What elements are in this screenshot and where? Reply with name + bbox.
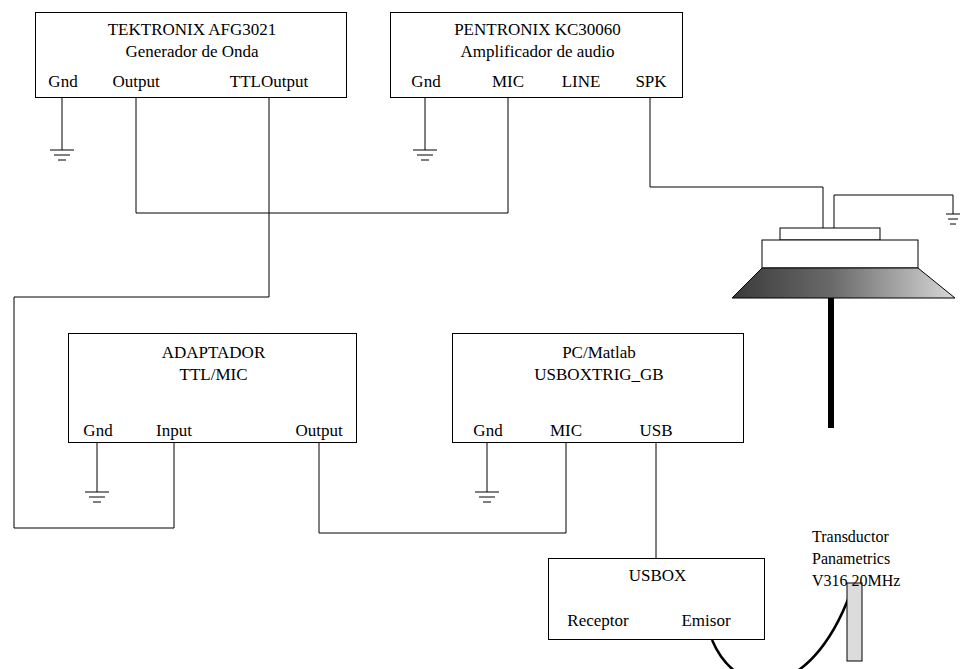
pin-name: LINE <box>562 72 601 92</box>
ground-symbol <box>85 443 109 502</box>
pin-name: Receptor <box>567 611 628 631</box>
pin-name: Gnd <box>48 72 77 92</box>
pin-name: SPK <box>635 72 666 92</box>
box-title: PC/Matlab <box>562 343 636 363</box>
speaker-actuator <box>732 228 955 428</box>
pin-name: Output <box>295 421 342 441</box>
pin-name: Gnd <box>473 421 502 441</box>
box-title: TTL/MIC <box>180 365 248 385</box>
box-title: Amplificador de audio <box>461 42 615 62</box>
speaker-wire <box>650 98 823 228</box>
ground-wire <box>834 195 953 228</box>
pin-name: Output <box>112 72 159 92</box>
signal-wire <box>656 443 657 558</box>
signal-wire <box>319 443 566 533</box>
signal-wire <box>136 98 508 213</box>
instrument-box: ADAPTADORTTL/MIC Gnd Input Output <box>68 333 357 443</box>
pin-name: Gnd <box>411 72 440 92</box>
box-title: ADAPTADOR <box>162 343 265 363</box>
pin-name: MIC <box>550 421 582 441</box>
ground-symbol <box>946 214 960 224</box>
transducer-label: Transductor Panametrics V316 20MHz <box>812 526 924 592</box>
pin-name: Emisor <box>681 611 730 631</box>
instrument-box: TEKTRONIX AFG3021Generador de OndaGnd Out… <box>35 12 347 98</box>
pin-name: Gnd <box>83 421 112 441</box>
instrument-box: PENTRONIX KC30060Amplificador de audioGn… <box>390 12 683 98</box>
ground-symbol <box>50 98 74 160</box>
signal-wire <box>14 98 269 528</box>
box-title: USBOX <box>629 566 687 586</box>
ground-symbol <box>413 98 437 160</box>
pin-name: TTLOutput <box>230 72 308 92</box>
instrument-box: PC/MatlabUSBOXTRIG_GB Gnd MIC USB <box>452 333 744 443</box>
pin-name: USB <box>639 421 672 441</box>
ground-symbol <box>475 443 499 502</box>
instrument-box: USBOX Receptor Emisor <box>548 558 765 640</box>
box-title: USBOXTRIG_GB <box>534 365 663 385</box>
pin-name: MIC <box>492 72 524 92</box>
box-title: TEKTRONIX AFG3021 <box>108 20 277 40</box>
box-title: PENTRONIX KC30060 <box>454 20 621 40</box>
box-title: Generador de Onda <box>125 42 258 62</box>
pin-name: Input <box>156 421 192 441</box>
